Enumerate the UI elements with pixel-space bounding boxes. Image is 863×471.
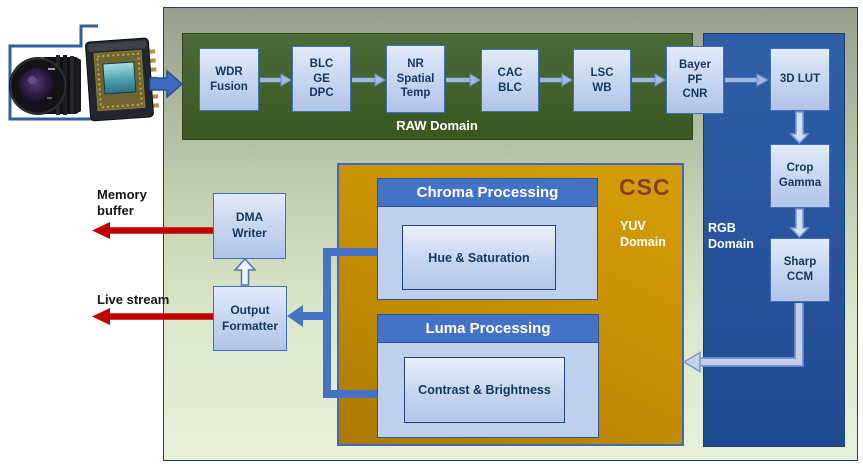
image-sensor-icon <box>85 37 160 122</box>
dma-writer-block: DMA Writer <box>213 193 286 259</box>
raw-domain-label: RAW Domain <box>396 118 478 133</box>
cac-blc-block: CAC BLC <box>481 49 539 112</box>
csc-title: CSC <box>619 174 671 200</box>
luma-processing-header: Luma Processing <box>378 315 598 343</box>
sharp-ccm-block: Sharp CCM <box>770 238 830 302</box>
chroma-processing-header: Chroma Processing <box>378 179 597 207</box>
bayer-pf-cnr-block: Bayer PF CNR <box>666 46 724 114</box>
yuv-domain-label: YUV Domain <box>620 219 666 249</box>
live-stream-label: Live stream <box>97 292 170 307</box>
rgb-domain-label: RGB Domain <box>708 221 754 251</box>
lsc-wb-block: LSC WB <box>573 49 631 112</box>
3d-lut-block: 3D LUT <box>770 48 830 111</box>
memory-buffer-label: Memory buffer <box>97 187 147 218</box>
output-formatter-block: Output Formatter <box>213 286 287 351</box>
wdr-fusion-block: WDR Fusion <box>199 48 259 111</box>
blc-ge-dpc-block: BLC GE DPC <box>292 46 351 112</box>
nr-spatial-temp-block: NR Spatial Temp <box>386 45 445 113</box>
camera-bracket-outline <box>8 24 98 121</box>
crop-gamma-block: Crop Gamma <box>770 144 830 208</box>
hue-saturation-block: Hue & Saturation <box>402 225 556 290</box>
camera-lens-icon <box>9 55 81 115</box>
contrast-brightness-block: Contrast & Brightness <box>404 357 565 423</box>
